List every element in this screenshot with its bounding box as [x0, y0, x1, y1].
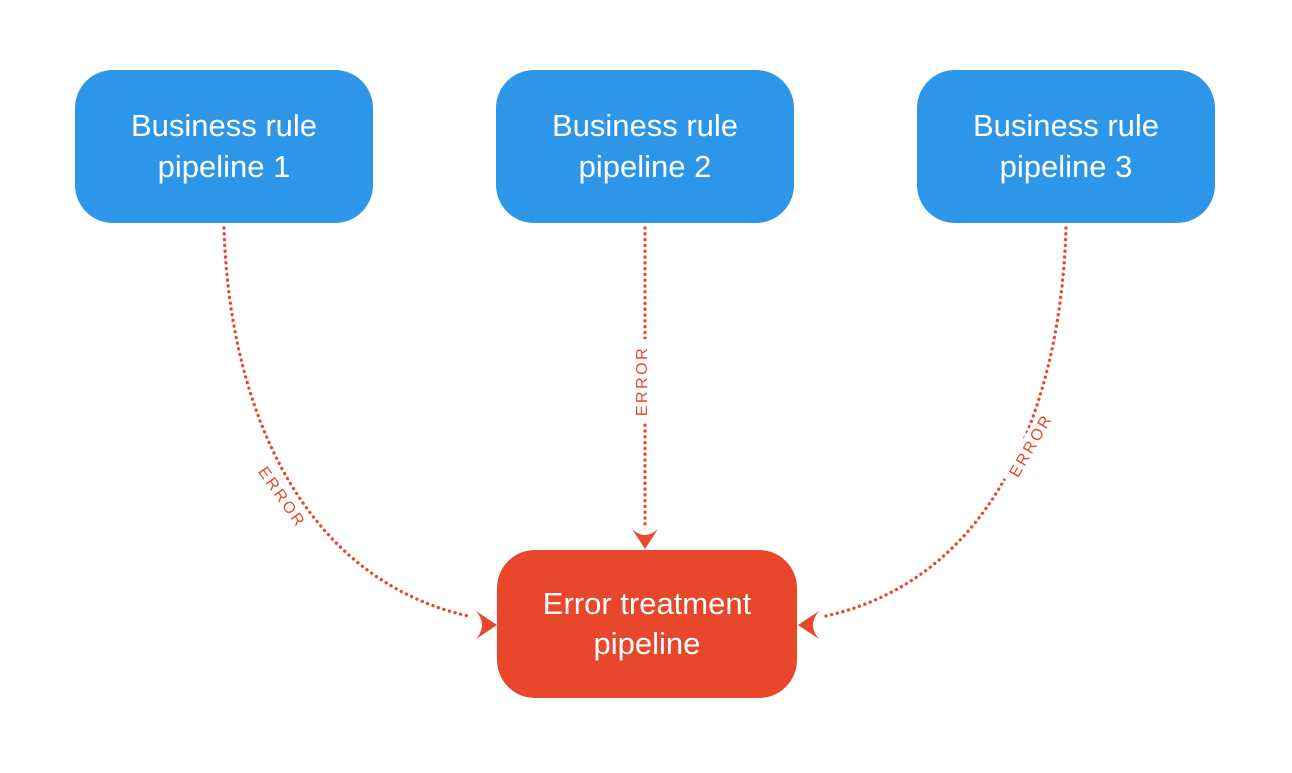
- node-label: Business rule pipeline 2: [551, 108, 739, 184]
- node-error-treatment-pipeline: Error treatment pipeline: [497, 550, 797, 698]
- node-label: Error treatment pipeline: [542, 585, 752, 661]
- edge-pipeline1-arrowhead-icon: [476, 611, 497, 639]
- edge-pipeline3-to-error-path: [824, 226, 1068, 618]
- node-business-rule-pipeline-3: Business rule pipeline 3: [917, 70, 1215, 223]
- node-business-rule-pipeline-2: Business rule pipeline 2: [496, 70, 794, 223]
- node-business-rule-pipeline-1: Business rule pipeline 1: [75, 70, 373, 223]
- edge-pipeline2-arrowhead-icon: [632, 529, 658, 549]
- edge-pipeline1-to-error-path: [222, 226, 470, 618]
- node-label: Business rule pipeline 3: [972, 108, 1160, 184]
- edge-pipeline3-arrowhead-icon: [798, 611, 819, 639]
- edge-label-error-2: ERROR: [632, 338, 654, 424]
- node-label: Business rule pipeline 1: [130, 108, 318, 184]
